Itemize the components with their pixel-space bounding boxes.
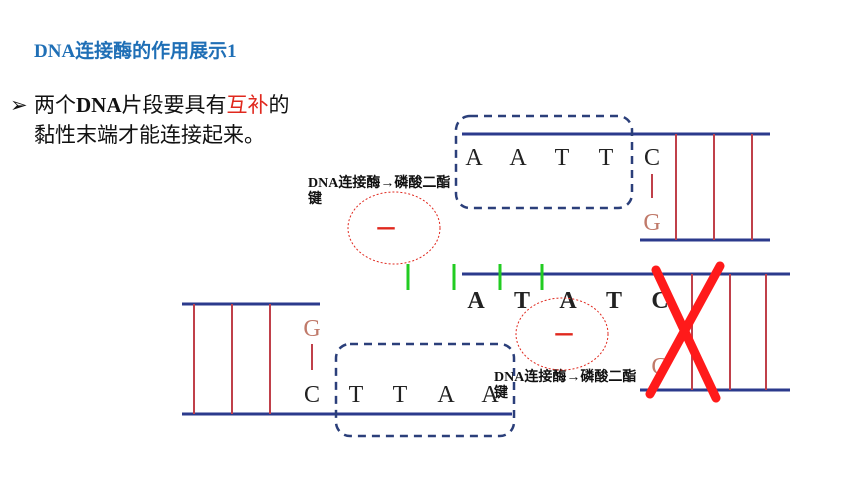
bullet-text: 片段要具有: [121, 93, 227, 117]
base-letter: A: [467, 288, 485, 314]
cross-stroke: [645, 261, 725, 399]
base-letter: T: [349, 382, 364, 408]
label-line: DNA连接酶→磷酸二酯: [494, 370, 637, 385]
label-line: 键: [308, 192, 322, 207]
highlight-text: 互补: [226, 93, 269, 117]
upper-fragment: A A T T C G: [454, 114, 770, 242]
ligase-label-bottom: DNA连接酶→磷酸二酯 键: [494, 370, 636, 402]
ligase-enzyme-top: –: [347, 191, 441, 265]
phosphodiester-bond-markers: [406, 264, 544, 290]
base-letter: C: [644, 145, 660, 171]
ligase-enzyme-bottom: –: [515, 297, 609, 371]
base-letter: A: [437, 382, 455, 408]
middle-strand: A T A T C G: [462, 272, 790, 392]
bullet-text: 的: [268, 93, 290, 117]
enzyme-circle: [347, 191, 441, 265]
base-letter: A: [559, 288, 577, 314]
cross-mark-icon: [645, 261, 725, 403]
base-letter: A: [465, 145, 483, 171]
base-letter: G: [303, 316, 320, 342]
enzyme-circle: [515, 297, 609, 371]
enzyme-mark: –: [377, 207, 396, 244]
bullet-point: ➢两个DNA片段要具有互补的 黏性末端才能连接起来。: [10, 90, 290, 150]
bullet-text-bold: DNA: [76, 93, 122, 117]
bullet-line-1: ➢两个DNA片段要具有互补的: [10, 90, 290, 120]
bullet-line-2: 黏性末端才能连接起来。: [34, 123, 265, 147]
label-line: DNA连接酶→磷酸二酯: [308, 176, 451, 191]
arrow-bullet-icon: ➢: [10, 93, 28, 117]
base-letter: T: [599, 145, 614, 171]
page-title: DNA连接酶的作用展示1: [34, 41, 237, 62]
base-letter: T: [514, 288, 530, 314]
enzyme-mark: –: [555, 313, 574, 350]
base-letter: G: [643, 210, 660, 236]
base-letter: T: [606, 288, 622, 314]
base-letter: A: [509, 145, 527, 171]
lower-fragment: G C T T A A: [182, 302, 516, 438]
sticky-end-box: [334, 342, 516, 438]
base-letter: T: [393, 382, 408, 408]
base-letter: A: [481, 382, 499, 408]
base-letter: T: [555, 145, 570, 171]
base-letter: C: [304, 382, 320, 408]
ligase-label-top: DNA连接酶→磷酸二酯 键: [308, 176, 450, 208]
label-line: 键: [494, 386, 508, 401]
sticky-end-box: [454, 114, 634, 210]
bullet-text: 两个: [34, 93, 76, 117]
